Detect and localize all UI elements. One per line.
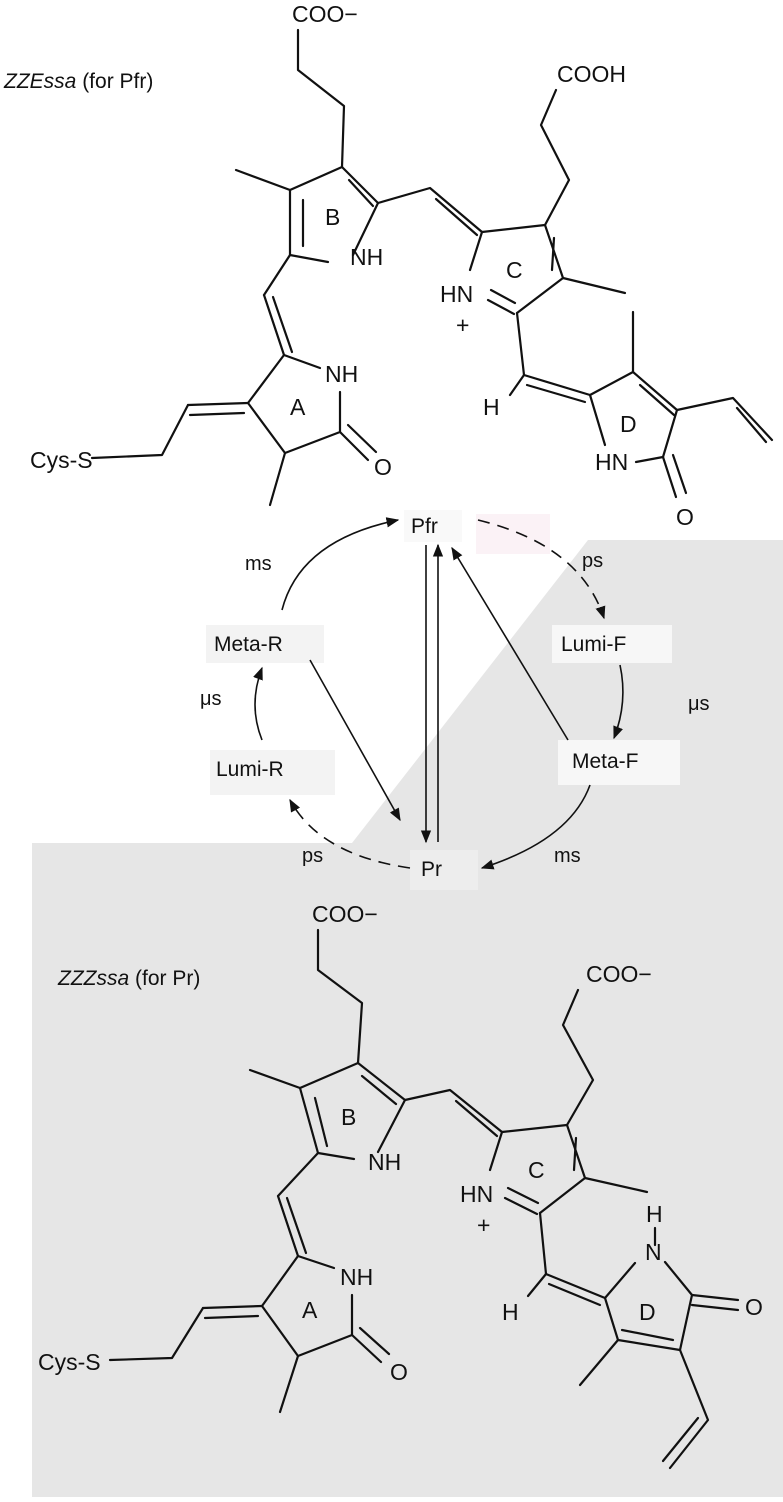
lumi-f-state-box xyxy=(552,625,672,663)
meta-r-state-label: Meta-R xyxy=(214,633,283,656)
pr-methine-hydrogen: H xyxy=(502,1299,519,1325)
pr-ring-a-label: A xyxy=(302,1297,318,1323)
pfr-methine-hydrogen: H xyxy=(483,394,500,420)
ms-time-label-left: ms xyxy=(245,553,272,575)
lumi-r-to-meta-r-arrow xyxy=(253,666,263,741)
pfr-structure-caption: ZZEssa (for Pfr) xyxy=(3,70,153,93)
pr-caption-isomer: ZZZssa xyxy=(57,967,129,990)
pr-ring-b-nh: NH xyxy=(368,1149,401,1175)
pfr-chromophore-structure xyxy=(90,28,774,507)
pr-ring-d-hydrogen: H xyxy=(646,1201,663,1227)
pfr-to-lumi-f-arrow xyxy=(477,519,606,620)
pr-ring-a-nh: NH xyxy=(340,1264,373,1290)
pfr-ring-d-oxygen: O xyxy=(676,504,694,530)
ps-time-label-right: ps xyxy=(582,550,603,572)
pfr-ring-c-label: C xyxy=(506,257,523,283)
pr-structure-labels: COO− COO− B NH C HN + NH A O H H N D O C… xyxy=(38,901,763,1385)
pfr-state-box xyxy=(404,510,462,542)
pfr-state-highlight xyxy=(476,514,550,554)
pfr-ring-a-oxygen: O xyxy=(374,454,392,480)
meta-r-state-box xyxy=(206,625,324,663)
pfr-state-label: Pfr xyxy=(411,515,438,538)
pfr-ring-d-hn: HN xyxy=(595,449,628,475)
pr-ring-b-label: B xyxy=(341,1104,356,1130)
ms-time-label-right: ms xyxy=(554,845,581,867)
pfr-caption-state: (for Pfr) xyxy=(82,70,153,93)
lumi-r-state-box xyxy=(210,750,335,795)
us-time-label-right: μs xyxy=(688,693,710,715)
lumi-f-state-label: Lumi-F xyxy=(561,633,626,656)
pr-ring-d-oxygen: O xyxy=(745,1294,763,1320)
pr-state-box xyxy=(410,850,478,890)
pfr-ring-b-nh: NH xyxy=(350,244,383,270)
pr-caption-state: (for Pr) xyxy=(135,967,200,990)
pfr-cysteine-linkage: Cys-S xyxy=(30,447,93,473)
meta-r-to-pr-arrow xyxy=(309,659,401,822)
meta-f-state-label: Meta-F xyxy=(572,750,639,773)
pfr-caption-isomer: ZZEssa xyxy=(3,70,76,93)
pr-ring-c-charge: + xyxy=(477,1212,490,1238)
lumi-f-to-meta-f-arrow xyxy=(613,664,624,740)
pr-background-region xyxy=(32,540,783,1497)
pfr-ring-b-label: B xyxy=(325,204,340,230)
pfr-ring-c-carboxylic-acid: COOH xyxy=(557,61,626,87)
meta-f-state-box xyxy=(558,740,680,785)
meta-r-to-pfr-arrow xyxy=(281,517,400,611)
pr-ring-d-label: D xyxy=(639,1299,656,1325)
meta-f-to-pfr-arrow xyxy=(451,546,569,741)
pfr-ring-c-hn: HN xyxy=(440,281,473,307)
pfr-ring-d-label: D xyxy=(620,411,637,437)
meta-f-to-pr-arrow xyxy=(480,784,591,870)
pr-ring-a-oxygen: O xyxy=(390,1359,408,1385)
pr-ring-c-hn: HN xyxy=(460,1181,493,1207)
pr-to-lumi-r-arrow xyxy=(289,798,411,869)
pfr-ring-a-label: A xyxy=(290,394,306,420)
pr-ring-c-carboxylate: COO− xyxy=(586,961,652,987)
pfr-ring-b-carboxylate: COO− xyxy=(292,1,358,27)
pfr-ring-a-nh: NH xyxy=(325,361,358,387)
pr-ring-c-label: C xyxy=(528,1157,545,1183)
us-time-label-left: μs xyxy=(200,688,222,710)
pfr-structure-labels: COO− COOH B NH C HN + NH A O H D HN O Cy… xyxy=(3,1,694,530)
lumi-r-state-label: Lumi-R xyxy=(216,758,284,781)
pfr-ring-c-charge: + xyxy=(456,312,469,338)
pr-cysteine-linkage: Cys-S xyxy=(38,1349,101,1375)
pr-ring-d-nitrogen: N xyxy=(645,1239,662,1265)
photocycle: Pfr Pr Meta-R Lumi-R Lumi-F Meta-F ms μs… xyxy=(200,510,710,890)
pr-chromophore-structure xyxy=(108,928,740,1470)
pr-state-label: Pr xyxy=(421,858,442,881)
pr-ring-b-carboxylate: COO− xyxy=(312,901,378,927)
pr-structure-caption: ZZZssa (for Pr) xyxy=(57,967,200,990)
ps-time-label-left: ps xyxy=(302,845,323,867)
